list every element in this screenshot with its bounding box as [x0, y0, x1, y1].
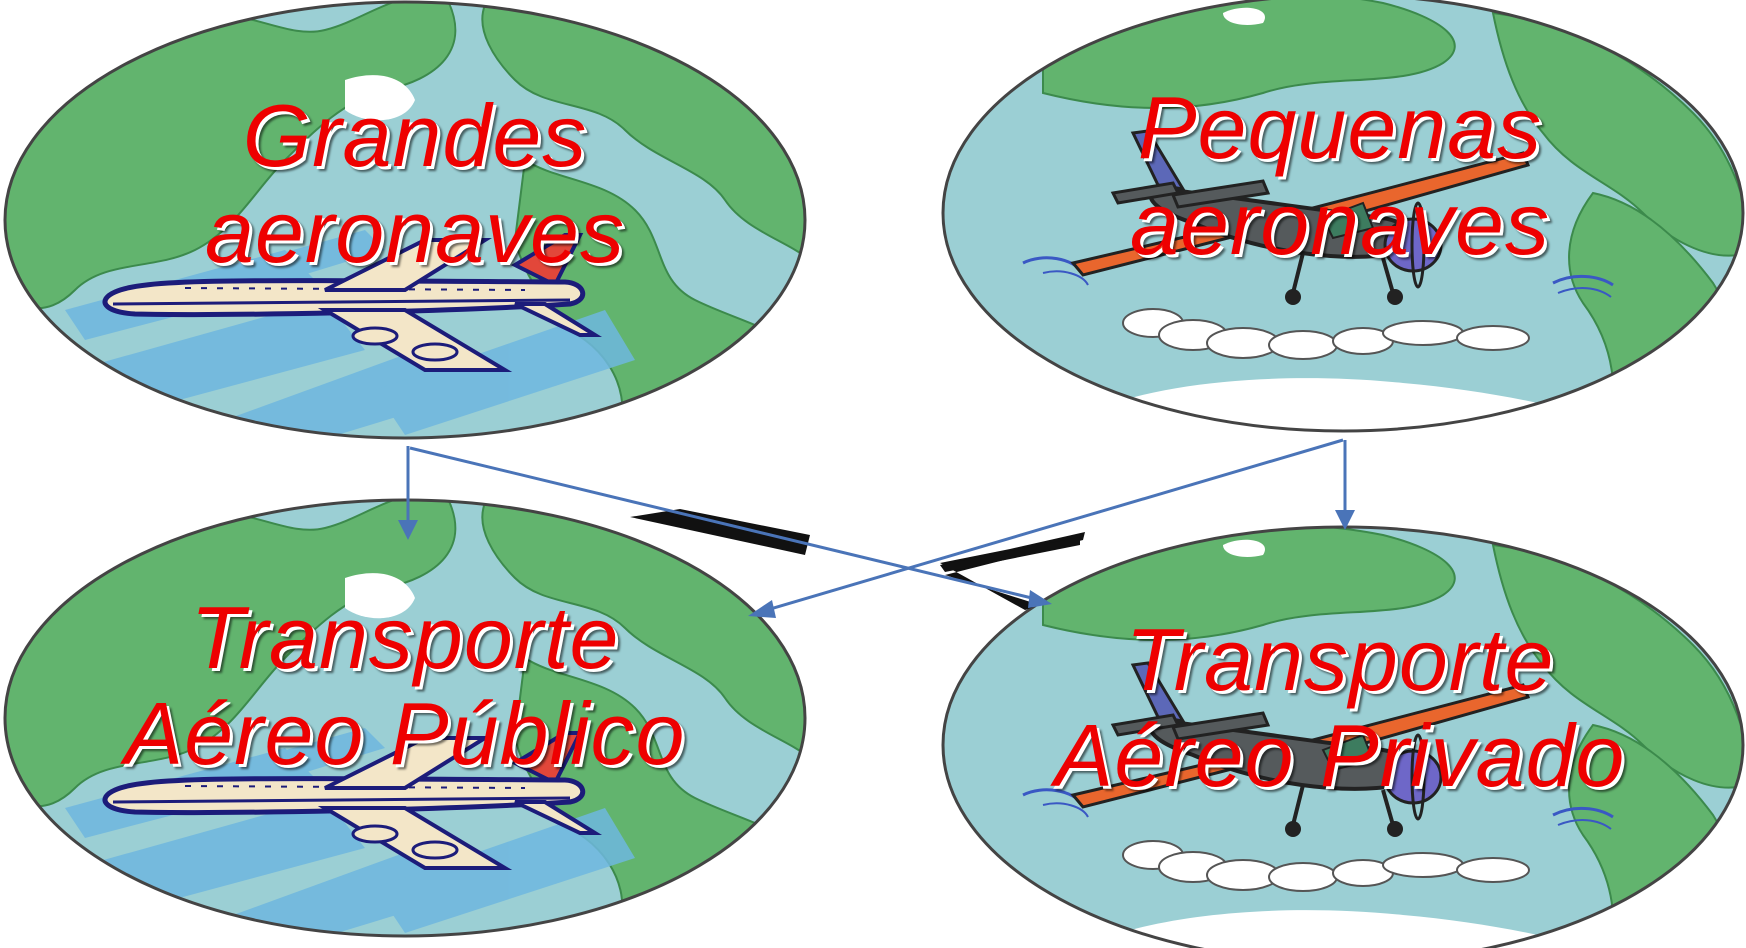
arrow-shadow-left — [630, 509, 810, 555]
arrow-large-to-public — [398, 446, 418, 540]
globe-public-transport — [3, 498, 807, 938]
label-large-aircraft-line1: Grandes — [242, 86, 588, 185]
globe-private-transport — [941, 525, 1745, 948]
arrow-large-to-private — [409, 446, 1052, 608]
label-public-transport-line2: Aéreo Público — [124, 684, 686, 783]
label-large-aircraft: Grandes aeronaves — [180, 88, 650, 280]
label-private-transport-line2: Aéreo Privado — [1054, 706, 1626, 805]
label-private-transport: Transporte Aéreo Privado — [1040, 612, 1640, 804]
label-small-aircraft-line2: aeronaves — [1130, 174, 1550, 273]
label-small-aircraft-line1: Pequenas — [1137, 78, 1543, 177]
label-private-transport-line1: Transporte — [1125, 610, 1555, 709]
globe-large-aircraft — [3, 0, 807, 440]
label-large-aircraft-line2: aeronaves — [205, 182, 625, 281]
label-small-aircraft: Pequenas aeronaves — [1090, 80, 1590, 272]
label-public-transport: Transporte Aéreo Público — [110, 590, 700, 782]
arrow-shadow-right-upper — [940, 537, 1080, 572]
arrow-small-to-public — [748, 438, 1344, 618]
arrow-small-to-private — [1335, 440, 1355, 530]
label-public-transport-line1: Transporte — [190, 588, 620, 687]
globe-small-aircraft — [941, 0, 1745, 433]
